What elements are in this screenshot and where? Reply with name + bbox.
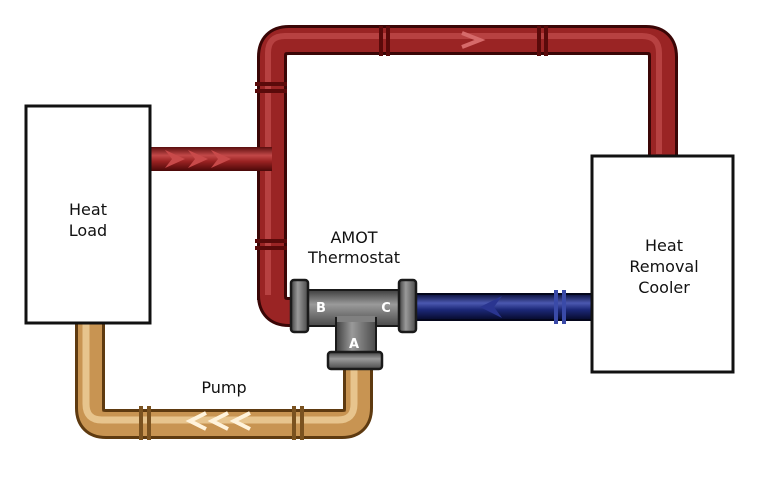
port-b-label: B	[316, 301, 326, 316]
flow-arrows-right	[165, 150, 231, 168]
flow-arrow-left	[480, 296, 502, 318]
cooler-label-line2: Removal	[629, 257, 698, 276]
thermostat-label-line2: Thermostat	[307, 248, 400, 267]
cooler-box	[590, 154, 735, 374]
port-a-label: A	[349, 337, 359, 352]
heat-load-label-line2: Load	[69, 221, 107, 240]
hot-pipe-branch	[150, 147, 272, 171]
pipe-coupling	[379, 26, 390, 56]
cooler-label-line3: Cooler	[638, 278, 690, 297]
return-pipe	[75, 318, 373, 439]
flow-arrow-right	[461, 31, 486, 49]
pipe-coupling	[554, 290, 566, 324]
heat-load-label-line1: Heat	[69, 200, 107, 219]
pipe-coupling	[292, 406, 304, 440]
pipe-coupling	[537, 26, 548, 56]
thermostat-label-line1: AMOT	[330, 228, 377, 247]
pump-label: Pump	[201, 378, 246, 397]
pipe-coupling	[255, 82, 287, 93]
port-c-label: C	[381, 301, 391, 316]
cooler-label-line1: Heat	[645, 236, 683, 255]
hot-pipe	[150, 25, 678, 327]
flow-arrows-left	[185, 411, 251, 431]
thermostat-valve	[289, 278, 418, 371]
pipe-coupling	[139, 406, 151, 440]
heat-load-box	[24, 104, 152, 325]
pipe-coupling	[255, 239, 287, 250]
